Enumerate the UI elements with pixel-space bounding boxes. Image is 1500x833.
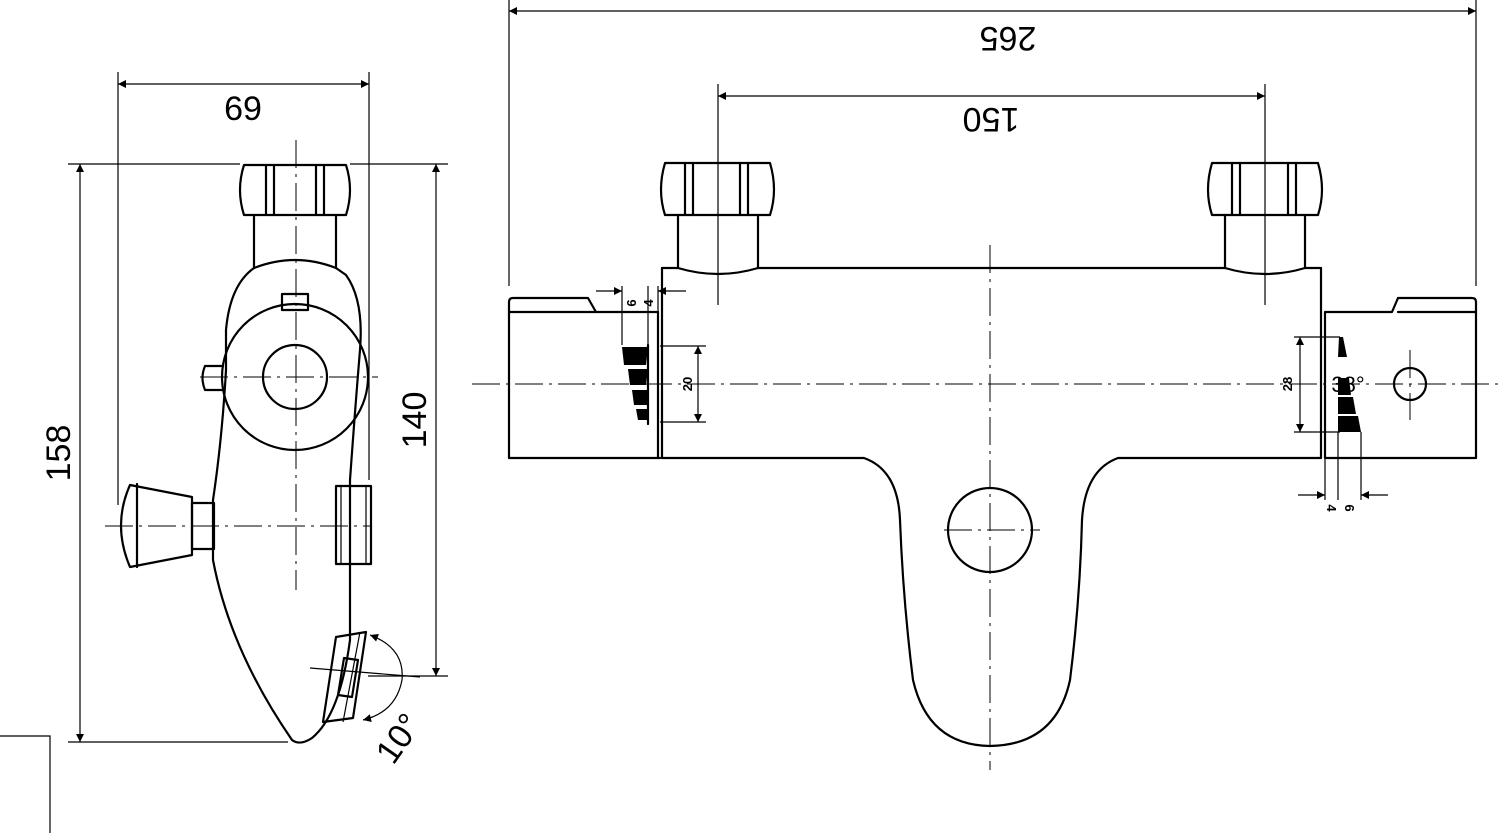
dim-overall-width: 265 [980,19,1037,57]
dim-right-offset: 6 [1342,504,1357,511]
dim-height-to-spout: 140 [396,392,434,449]
dim-total-height: 158 [40,425,78,482]
dim-side-width: 69 [224,90,262,128]
side-view [105,140,421,744]
dim-right-angle: 38° [1331,372,1364,397]
dim-left-height: 20 [680,377,695,391]
outlet-nipple [334,484,373,566]
dim-left-offset: 6 [624,299,639,306]
frame-corner [0,735,51,833]
front-view-dimensions: 265 150 6 4 20 28 38° 4 6 [508,0,1477,512]
inlet-neck [252,213,338,270]
dim-right-gap: 4 [1324,504,1339,512]
left-handle-cap [507,266,664,460]
dim-inlet-spacing: 150 [963,100,1020,138]
dim-spout-angle: 10° [369,707,430,771]
mixer-body [211,266,362,744]
right-temperature-markings [1338,337,1361,432]
top-nut [238,163,352,217]
dim-right-height: 28 [1280,377,1295,391]
front-body [660,266,1323,748]
top-pin [280,292,310,312]
front-view [472,161,1500,770]
side-stud [201,364,225,392]
side-view-dimensions: 69 158 140 10° [40,72,448,771]
dim-left-gap: 4 [641,299,656,307]
spout-aerator [309,630,421,724]
